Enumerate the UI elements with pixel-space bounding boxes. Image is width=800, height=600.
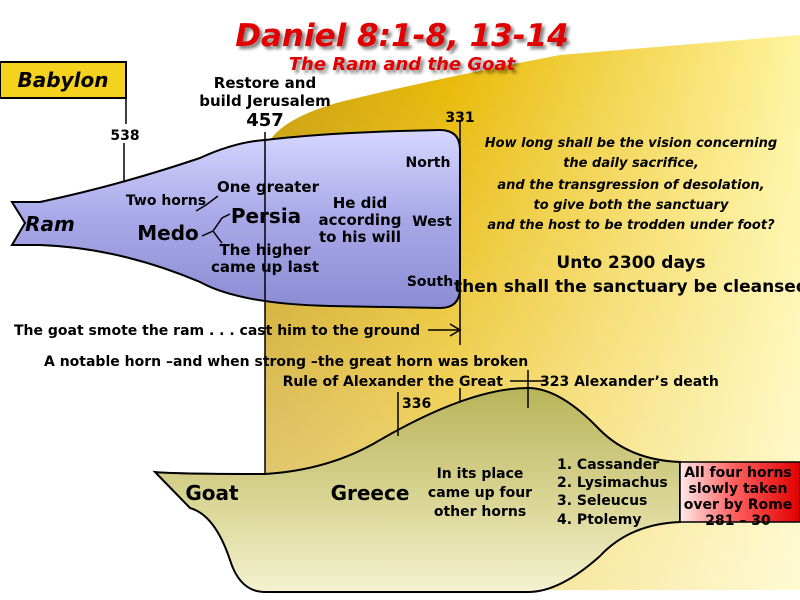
horn-item-2: 2. Lysimachus [557,475,668,491]
rule-label: Rule of Alexander the Great [283,374,504,390]
subtitle: The Ram and the Goat [289,54,517,75]
horn-item-1: 1. Cassander [557,457,659,473]
did-line3: to his will [319,228,401,246]
year-336: 336 [402,396,431,412]
higher-line1: The higher [219,241,311,259]
question-line5: and the host to be trodden under foot? [487,218,775,233]
two-horns-label: Two horns [126,193,206,209]
place-line3: other horns [434,504,526,520]
direction-west: West [412,214,452,230]
question-line2: the daily sacrifice, [563,156,699,171]
answer-line1: Unto 2300 days [556,253,705,273]
rome-line1: All four horns [684,465,792,481]
goat-label: Goat [185,481,239,505]
question-line4: to give both the sanctuary [534,198,729,213]
direction-north: North [406,155,451,171]
goat-shape [152,386,681,593]
year-538: 538 [110,128,139,144]
rome-years: 281 – 30 [705,513,771,529]
ram-label: Ram [25,212,75,236]
place-line2: came up four [428,485,532,501]
rome-bar [679,461,800,523]
babylon-label: Babylon [18,68,109,92]
place-line1: In its place [437,466,524,482]
persia-label: Persia [231,204,301,228]
higher-line2: came up last [211,258,319,276]
did-line1: He did [333,194,388,212]
notable-horn-label: A notable horn –and when strong –the gre… [44,354,528,370]
rome-line3: over by Rome [684,497,793,513]
restore-line1: Restore and [214,74,316,92]
babylon-box [0,61,127,99]
one-greater-label: One greater [217,178,320,196]
question-line1: How long shall be the vision concerning [485,136,777,151]
greece-label: Greece [331,481,410,505]
restore-line2: build Jerusalem [199,92,330,110]
rome-line2: slowly taken [688,481,787,497]
horn-item-3: 3. Seleucus [557,493,647,509]
year-457: 457 [246,110,284,131]
ram-shape [10,128,461,310]
year-331: 331 [445,110,474,126]
question-line3: and the transgression of desolation, [497,178,764,193]
direction-south: South [407,274,453,290]
death-label: 323 Alexander’s death [540,374,719,390]
medo-label: Medo [137,221,199,245]
smote-label: The goat smote the ram . . . cast him to… [14,323,420,339]
title: Daniel 8:1-8, 13-14 [235,18,568,54]
horn-item-4: 4. Ptolemy [557,512,642,528]
answer-line2: then shall the sanctuary be cleansed [454,277,800,297]
did-line2: according [319,211,402,229]
